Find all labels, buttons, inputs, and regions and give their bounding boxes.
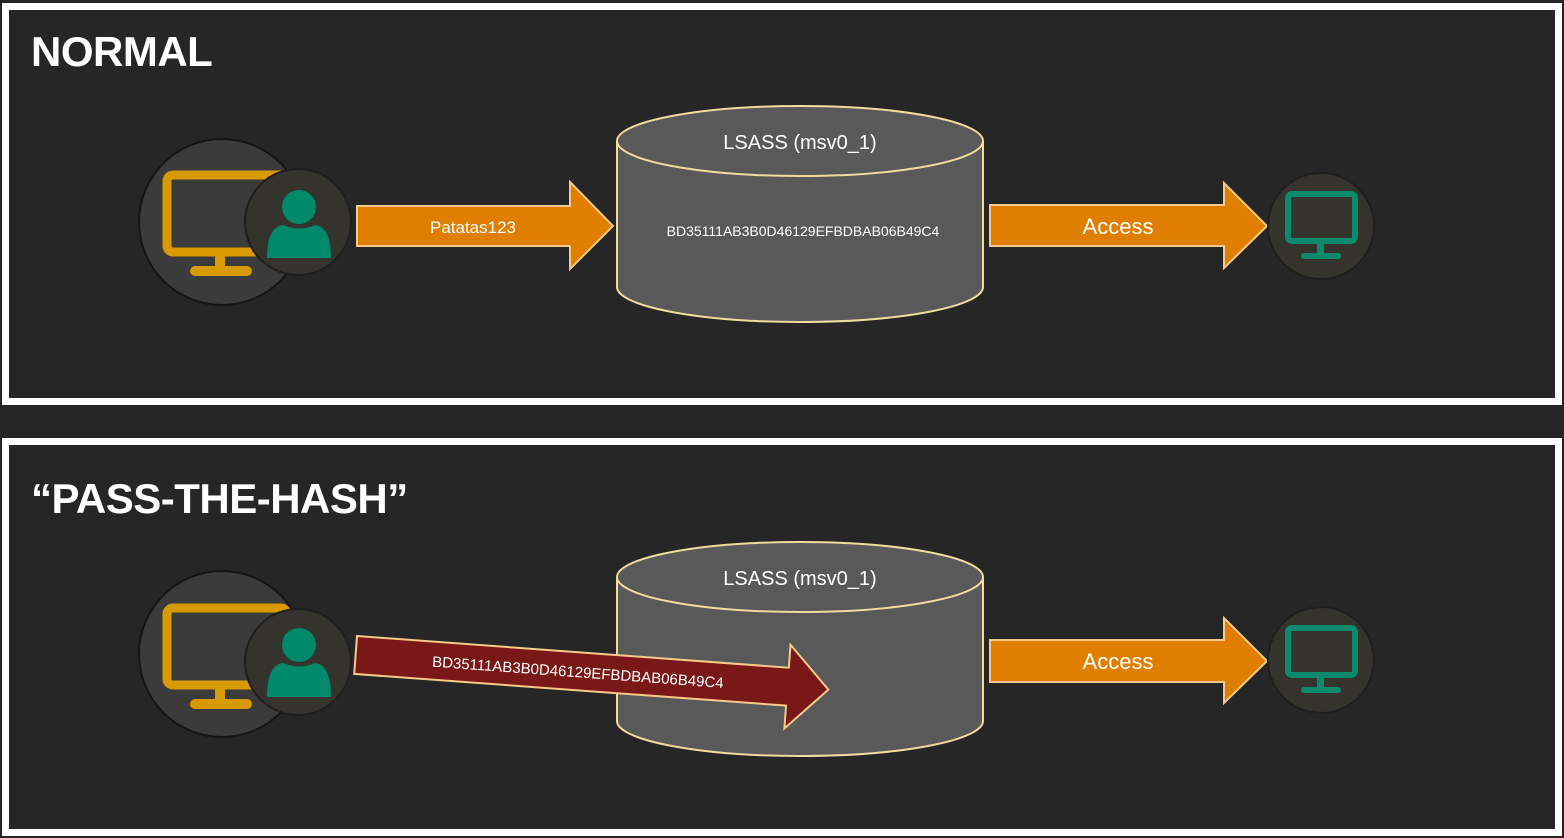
client-computer-user-icon bbox=[138, 138, 352, 306]
panel-title: “PASS-THE-HASH” bbox=[31, 475, 408, 522]
user-icon bbox=[267, 190, 331, 258]
lsass-title: LSASS (msv0_1) bbox=[723, 132, 876, 154]
stored-hash: BD35111AB3B0D46129EFBDBAB06B49C4 bbox=[667, 223, 940, 239]
password-arrow: Patatas123 bbox=[356, 179, 615, 272]
lsass-cylinder: LSASS (msv0_1) BD35111AB3B0D46129EFBDBAB… bbox=[616, 105, 984, 323]
user-icon bbox=[267, 628, 331, 697]
access-arrow: Access bbox=[989, 180, 1269, 271]
attacker-computer-user-icon bbox=[138, 570, 352, 738]
lsass-cylinder: LSASS (msv0_1) bbox=[616, 541, 984, 757]
target-monitor-icon bbox=[1267, 172, 1375, 280]
password-label: Patatas123 bbox=[430, 218, 516, 237]
lsass-title: LSASS (msv0_1) bbox=[723, 568, 876, 590]
access-arrow: Access bbox=[989, 615, 1269, 706]
access-label: Access bbox=[1083, 214, 1154, 239]
target-monitor-icon bbox=[1267, 606, 1375, 714]
panel-title: NORMAL bbox=[31, 28, 213, 75]
access-label: Access bbox=[1083, 649, 1154, 674]
